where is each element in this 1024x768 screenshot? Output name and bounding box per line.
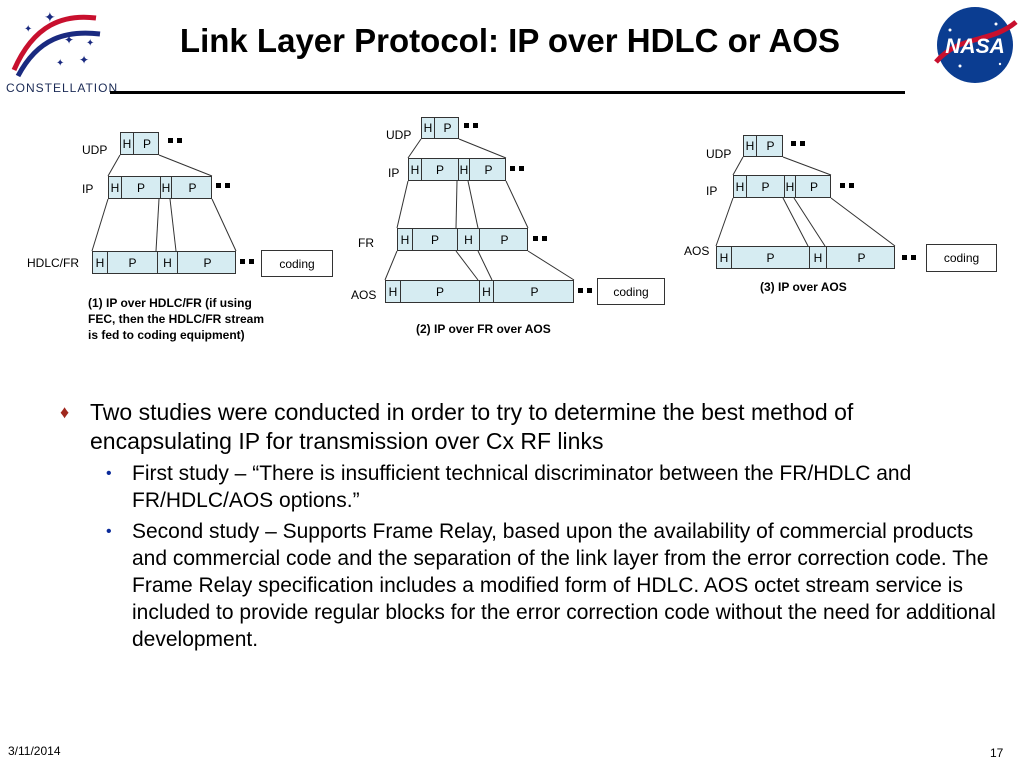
continuation-dots	[464, 123, 480, 129]
payload-cell: P	[469, 159, 507, 180]
coding-box: coding	[597, 278, 665, 305]
udp-label: UDP	[386, 128, 412, 142]
continuation-dots	[902, 255, 918, 261]
fr-frame: H P H P	[397, 228, 528, 251]
coding-box: coding	[926, 244, 997, 272]
payload-cell: P	[121, 177, 160, 198]
fr-label: FR	[358, 236, 374, 250]
bullet-list: ♦ Two studies were conducted in order to…	[60, 398, 1000, 653]
header-cell: H	[479, 281, 493, 302]
header-cell: H	[809, 247, 826, 268]
caption-1: (1) IP over HDLC/FR (if using FEC, then …	[88, 296, 265, 342]
dot-bullet-icon: •	[106, 465, 112, 482]
svg-text:✦: ✦	[64, 33, 74, 47]
header-cell: H	[458, 159, 469, 180]
aos-frame: H P H P	[716, 246, 895, 269]
payload-cell: P	[412, 229, 457, 250]
page-number: 17	[990, 746, 1004, 760]
udp-frame: H P	[421, 117, 459, 139]
payload-cell: P	[400, 281, 479, 302]
payload-cell: P	[434, 118, 460, 138]
header-cell: H	[410, 162, 420, 177]
ip-frame: H P H P	[108, 176, 212, 199]
svg-text:✦: ✦	[44, 9, 56, 25]
svg-text:✦: ✦	[24, 24, 32, 35]
nasa-logo: NASA	[934, 7, 1018, 83]
slide-title: Link Layer Protocol: IP over HDLC or AOS	[179, 22, 841, 59]
payload-cell: P	[746, 176, 784, 197]
header-cell: H	[95, 255, 105, 270]
header-cell: H	[745, 139, 755, 153]
bullet-sub-2: • Second study – Supports Frame Relay, b…	[106, 518, 1000, 653]
payload-cell: P	[756, 136, 784, 156]
header-cell: H	[157, 252, 177, 273]
payload-cell: P	[826, 247, 896, 268]
continuation-dots	[840, 183, 856, 189]
constellation-logo: ✦ ✦ ✦ ✦ ✦ ✦	[11, 9, 101, 78]
header-cell: H	[400, 232, 410, 247]
caption-3: (3) IP over AOS	[760, 280, 847, 294]
header-cell: H	[719, 250, 729, 265]
header-cell: H	[110, 180, 120, 195]
udp-label: UDP	[706, 147, 732, 161]
payload-cell: P	[795, 176, 832, 197]
header-cell: H	[388, 284, 398, 299]
continuation-dots	[168, 138, 184, 144]
aos-frame: H P H P	[385, 280, 574, 303]
udp-frame: H P	[743, 135, 783, 157]
continuation-dots	[791, 141, 807, 147]
continuation-dots	[240, 259, 256, 265]
ip-frame: H P H P	[408, 158, 506, 181]
bullet-sub-1: • First study – “There is insufficient t…	[106, 460, 1000, 514]
bullet-main-text: Two studies were conducted in order to t…	[90, 399, 854, 454]
payload-cell: P	[479, 229, 529, 250]
header-cell: H	[457, 229, 479, 250]
udp-frame: H P	[120, 132, 159, 155]
nasa-logo-text: NASA	[945, 35, 1005, 58]
header-cell: H	[784, 176, 795, 197]
ip-label: IP	[388, 166, 400, 180]
payload-cell: P	[421, 159, 458, 180]
payload-cell: P	[177, 252, 237, 273]
bullet-sub-text: Second study – Supports Frame Relay, bas…	[132, 520, 996, 651]
coding-box: coding	[261, 250, 333, 277]
svg-text:✦: ✦	[86, 38, 94, 49]
continuation-dots	[533, 236, 549, 242]
udp-label: UDP	[82, 143, 108, 157]
caption-2: (2) IP over FR over AOS	[416, 322, 551, 336]
continuation-dots	[578, 288, 594, 294]
payload-cell: P	[107, 252, 157, 273]
constellation-logo-text: CONSTELLATION	[6, 81, 119, 95]
svg-text:✦: ✦	[56, 58, 64, 69]
aos-label: AOS	[684, 244, 710, 258]
svg-text:✦: ✦	[79, 53, 89, 67]
header-cell: H	[122, 136, 132, 151]
title-rule	[110, 91, 905, 94]
diamond-bullet-icon: ♦	[60, 402, 70, 422]
payload-cell: P	[133, 133, 160, 154]
continuation-dots	[510, 166, 526, 172]
header-cell: H	[735, 179, 745, 194]
header-cell: H	[423, 121, 433, 135]
hdlc-fr-frame: H P H P	[92, 251, 236, 274]
diagram-connector-lines	[91, 138, 896, 281]
slide-date: 3/11/2014	[8, 744, 61, 758]
header-cell: H	[160, 177, 171, 198]
payload-cell: P	[731, 247, 809, 268]
hdlc-fr-label: HDLC/FR	[27, 256, 80, 270]
bullet-sub-text: First study – “There is insufficient tec…	[132, 462, 912, 512]
payload-cell: P	[493, 281, 575, 302]
aos-label: AOS	[351, 288, 377, 302]
ip-label: IP	[82, 182, 94, 196]
continuation-dots	[216, 183, 232, 189]
dot-bullet-icon: •	[106, 523, 112, 540]
ip-frame: H P H P	[733, 175, 831, 198]
ip-label: IP	[706, 184, 718, 198]
payload-cell: P	[171, 177, 213, 198]
bullet-main: ♦ Two studies were conducted in order to…	[60, 398, 1000, 456]
